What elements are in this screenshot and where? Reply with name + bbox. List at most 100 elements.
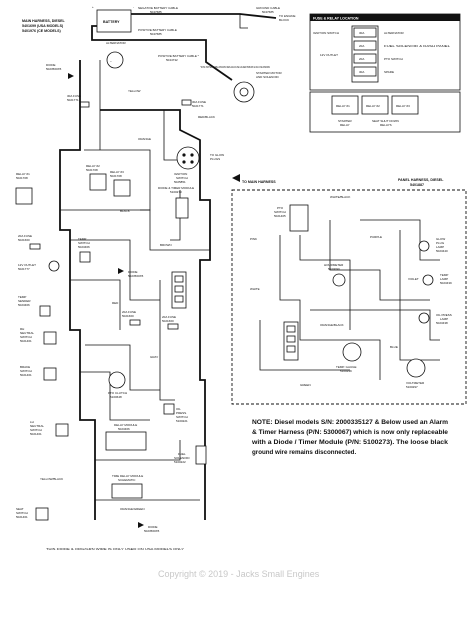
seat-pn: 5021461 [16,515,28,519]
diode-top-symbol [68,73,74,79]
to-glow-label: TO GLOW [210,153,224,157]
fuse20-pn: 5021660 [18,238,30,242]
seat-label-2: SWITCH [16,511,28,515]
neg-cable-label: NEGATIVE BATTERY CABLE [138,6,178,10]
temp-gauge-symbol [342,342,362,362]
fuse-relay-title: FUSE & RELAY LOCATION [313,17,359,21]
fr-relay1: RELAY #1 [336,104,350,108]
fr-seat-relays-2: RELAYS [380,123,392,127]
panel-title: PANEL HARNESS, DIESEL [398,178,444,182]
fr-fuse-4-use: SPARE [384,70,394,74]
starter-label: STARTER MOTOR [256,71,283,75]
note-line-4: ground wire remains disconnected. [252,449,356,456]
wire-label-orange: ORANGE [138,137,151,141]
fuse20-symbol [29,243,41,250]
lh-pn: 5021461 [30,432,42,436]
wire-label-purple: PURPLE [370,235,382,239]
fuse20c-symbol [167,323,179,330]
neg-cable-pn: 5047685 [150,10,162,14]
to-engine-label: TO ENGINE [279,14,295,18]
temp-switch-pn: 5023466 [78,245,90,249]
note-line-1: NOTE: Diesel models S/N: 2000335127 & Be… [252,419,449,426]
hourmeter-label: HOURMETER [324,263,344,267]
fuse20b-label: 20A FUSE [122,310,136,314]
fuse30b-pn: 5021771 [192,104,204,108]
panel-wire-2 [329,220,430,301]
oil-press-label: OIL [176,407,181,411]
oil-lamp-symbol [418,312,430,324]
diode-mid-pn: 5023560X5 [128,274,144,278]
panel-connector-pin-1 [286,325,296,333]
fuse30-symbol [79,101,90,108]
main-trunk-left [59,60,96,520]
relay1-slot [331,95,359,115]
wire-label-yellow-black: YELLOW/BLACK [40,477,63,481]
hourmeter-pn: 5100090 [328,267,340,271]
relay3-pn: 5021708 [110,174,122,178]
negative-cable [131,13,277,19]
brake-label-2: SWITCH [20,369,32,373]
wire-345 [85,344,160,391]
wire-label-red-black: RED/BLACK [198,115,215,119]
starter-label-2: AND SOLENOID [256,75,280,79]
temp-sensor-symbol [39,305,51,317]
temp-lamp-symbol [422,274,434,286]
delay-module-label: DELAY MODULE [114,423,137,427]
rh-neutral-label: RH [20,327,24,331]
glow-lamp-symbol [418,240,430,252]
wire-label-orange-green: ORANGE/GREEN [120,507,145,511]
main-harness-title-3: 5401976 (CE MODELS) [22,29,62,33]
panel-wire-1 [279,235,381,380]
center-connector-pin-1 [174,275,184,283]
battery-neg-terminal: - [133,5,134,9]
fr-starter-relay: STARTER [338,119,353,123]
temp-gauge-label: TEMP. GAUGE [336,365,356,369]
rh-neutral-symbol [43,331,57,345]
rh-neutral-label-3: SWITCH [20,335,32,339]
fuse30b-symbol [181,99,192,106]
relay2-pn: 5021708 [86,168,98,172]
pto-switch-label: PTO [277,206,284,210]
note-line-3: with a Diode / Timer Module (P/N: 510027… [251,439,449,446]
wire-label-white: WHITE [250,287,260,291]
diode-top-pn: 5023560X5 [46,67,62,71]
wire-label-red: RED [112,301,119,305]
ign-pin-4 [190,160,194,164]
fr-fuse-4: 30A [359,70,364,74]
glow-label-2: PLUG [436,241,445,245]
ignition-switch-symbol [176,146,200,170]
brake-symbol [43,367,57,381]
fr-starter-relay-2: RELAY [340,123,350,127]
to-main-label: TO MAIN HARNESS [242,180,276,184]
fr-fuse-slot-2 [353,40,377,51]
pto-switch-label-2: SWITCH [274,210,286,214]
pos-cable-pn: 5047685 [150,32,162,36]
fuel-solenoid-symbol [195,445,207,465]
ground-cable-label: GROUND CABLE [256,6,280,10]
relay2-slot [361,95,389,115]
temp-lamp-label: TEMP [440,273,448,277]
fuel-solenoid-label: FUEL [178,452,186,456]
panel-wire-4 [259,320,350,371]
glow-label-3: LAMP [436,245,444,249]
panel-connector-pin-2 [286,335,296,343]
voltmeter-pn: 5100297 [406,385,418,389]
ground-cable [239,14,248,29]
main-harness-title-2: 5401699 (USA MODELS) [22,24,64,28]
ign-pn: 5025851 [174,180,186,184]
to-glow-label-2: PLUGS [210,157,220,161]
relay1-symbol [15,187,33,205]
wire-label-yellow: YELLOW [128,89,141,93]
pto-switch-symbol [289,204,309,232]
fuse30-label: 30A FUSE [67,94,81,98]
temp-sensor-label-2: SENDER [18,299,31,303]
pto-switch-pn: 5021405 [274,214,286,218]
diode-bottom-symbol [138,522,144,528]
fr-fuse-rows: 30A ALTERNATOR 20A FUEL SOLENOID & DASH … [353,27,450,77]
delay-module-symbol [105,431,147,451]
fuse20b-pn: 5021660 [122,314,134,318]
temp-switch-label: TEMP [78,237,86,241]
pto-clutch-label: PTO CLUTCH [108,391,127,395]
wire-label-brown: BROWN [160,243,172,247]
